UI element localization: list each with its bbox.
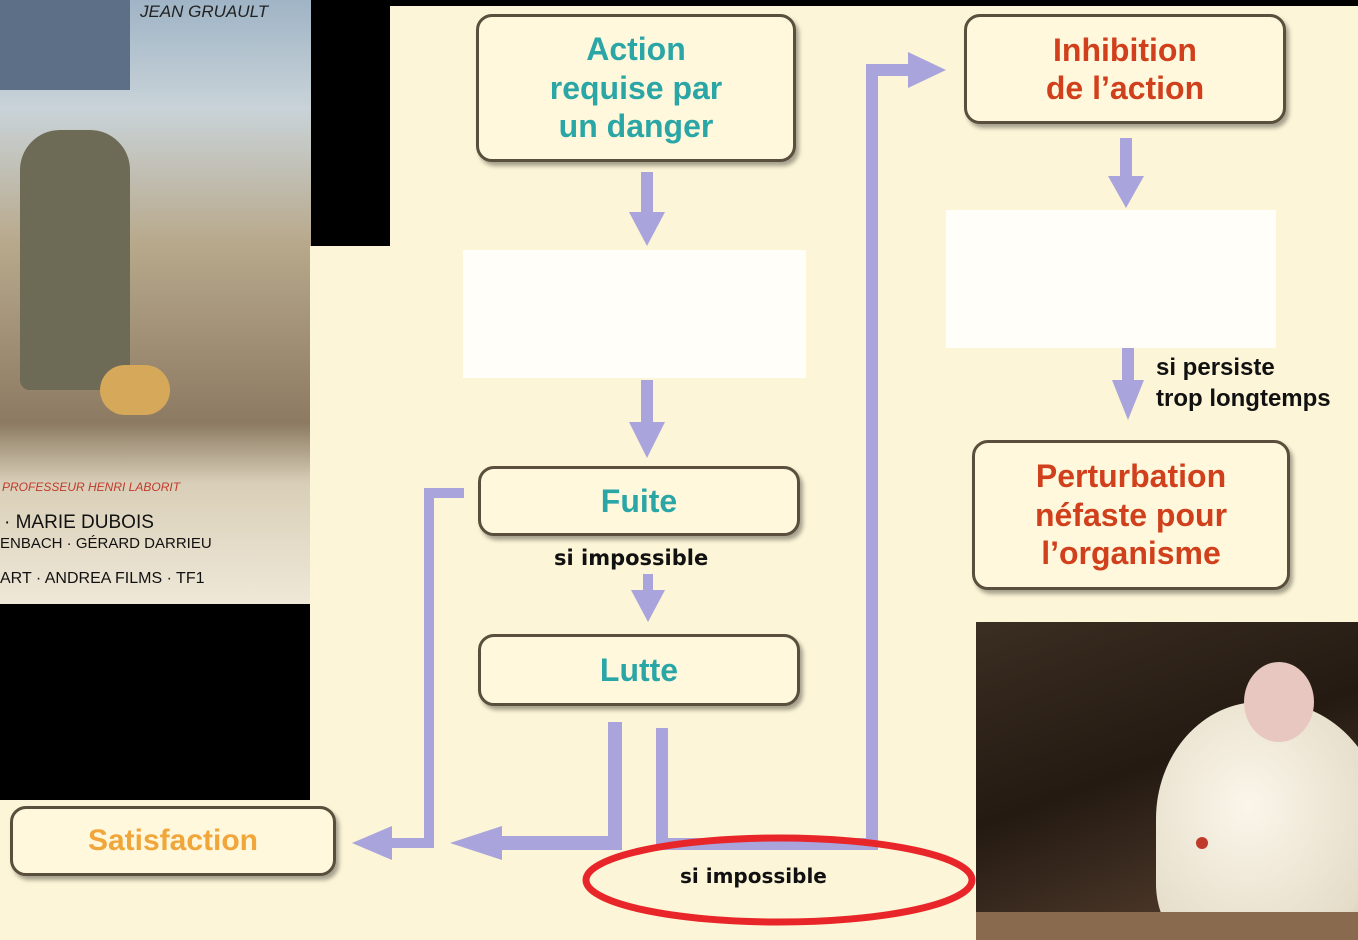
- blank-block-right: [946, 210, 1276, 348]
- arrow-to-inhibition-head: [908, 52, 946, 88]
- blank-block-middle: [463, 250, 806, 378]
- node-inhibition-action-text: Inhibition de l’action: [1045, 31, 1205, 106]
- node-fuite: Fuite: [478, 466, 800, 536]
- label-si-persiste: si persiste trop longtemps: [1156, 352, 1331, 414]
- connector-lutte-horizontal: [495, 836, 622, 850]
- node-lutte-text: Lutte: [599, 651, 679, 688]
- poster-credit-production: ART · ANDREA FILMS · TF1: [0, 570, 205, 587]
- arrow-to-lutte-head: [631, 590, 665, 622]
- node-action-danger-text: Action requise par un danger: [549, 31, 723, 145]
- arrow-to-perturbation-shaft: [1122, 348, 1134, 384]
- label-si-persiste-line2: trop longtemps: [1156, 385, 1331, 413]
- connector-to-inhibition-horizontal: [866, 64, 916, 76]
- connector-lutte-down-right: [656, 728, 668, 850]
- rat-floor: [976, 912, 1358, 940]
- label-si-impossible-bottom: si impossible: [680, 864, 827, 888]
- film-poster: JEAN GRUAULT PROFESSEUR HENRI LABORIT · …: [0, 0, 311, 604]
- arrow-inhibition-down-head: [1108, 176, 1144, 208]
- highlight-ellipse: [582, 834, 976, 926]
- poster-children-figures: [100, 365, 170, 415]
- rat-body: [1156, 702, 1358, 940]
- node-satisfaction: Satisfaction: [10, 806, 336, 876]
- arrow-to-fuite-head: [629, 422, 665, 458]
- arrow-to-satisfaction-head: [352, 826, 392, 860]
- poster-credit-cast-1: · MARIE DUBOIS: [4, 512, 154, 533]
- arrow-action-down-shaft: [641, 172, 653, 222]
- node-perturbation-text: Perturbation néfaste pour l’organisme: [1034, 458, 1228, 572]
- node-satisfaction-text: Satisfaction: [87, 824, 259, 857]
- arrow-to-lutte-shaft: [643, 574, 653, 598]
- connector-up-vertical: [866, 64, 878, 850]
- node-perturbation: Perturbation néfaste pour l’organisme: [972, 440, 1290, 590]
- rat-photo: [976, 622, 1358, 940]
- poster-credit-professeur: PROFESSEUR HENRI LABORIT: [2, 480, 181, 494]
- poster-credit-top-right: JEAN GRUAULT: [140, 2, 269, 21]
- rat-eye: [1196, 837, 1208, 849]
- poster-man-figure: [20, 130, 130, 390]
- arrow-to-perturbation-head: [1112, 380, 1144, 420]
- arrow-action-down-head: [629, 212, 665, 246]
- node-fuite-text: Fuite: [600, 482, 678, 519]
- connector-fuite-left-vertical: [424, 488, 434, 848]
- arrow-inhibition-down-shaft: [1120, 138, 1132, 180]
- label-si-impossible-fuite: si impossible: [554, 546, 709, 570]
- arrow-to-fuite-shaft: [641, 380, 653, 430]
- node-lutte: Lutte: [478, 634, 800, 706]
- connector-fuite-left-horizontal: [424, 488, 464, 498]
- node-inhibition-action: Inhibition de l’action: [964, 14, 1286, 124]
- arrow-lutte-left-head: [450, 826, 502, 860]
- connector-to-satisfaction-horizontal: [384, 838, 434, 848]
- poster-credit-cast-2: ENBACH · GÉRARD DARRIEU: [0, 535, 212, 552]
- connector-lutte-down-left: [608, 722, 622, 850]
- poster-house: [0, 0, 130, 90]
- label-si-persiste-line1: si persiste: [1156, 354, 1275, 381]
- rat-ear: [1244, 662, 1314, 742]
- node-action-danger: Action requise par un danger: [476, 14, 796, 162]
